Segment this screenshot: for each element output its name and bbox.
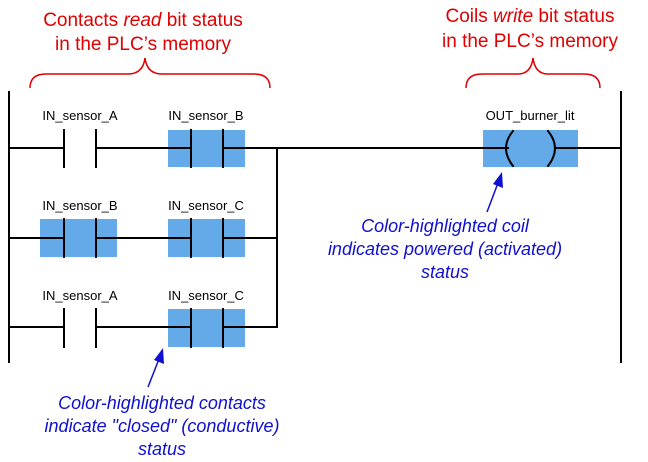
contact-label-r2c1: IN_sensor_B bbox=[42, 198, 117, 213]
coil-note-arrow bbox=[486, 172, 503, 213]
coil-note-line2: indicates powered (activated) bbox=[328, 239, 562, 259]
contacts-note-line1: Contacts read bit status bbox=[43, 10, 243, 31]
contact-r1c2 bbox=[190, 129, 224, 168]
contacts-note-line2: in the PLC’s memory bbox=[55, 34, 231, 55]
contact-r2c2 bbox=[190, 218, 224, 258]
contact-label-r2c2: IN_sensor_C bbox=[168, 198, 244, 213]
coils-brace bbox=[465, 57, 601, 89]
coil-note-line1: Color-highlighted coil bbox=[361, 216, 530, 236]
contact-label-r3c1: IN_sensor_A bbox=[42, 288, 117, 303]
contact-label-r3c2: IN_sensor_C bbox=[168, 288, 244, 303]
contact-r3c1 bbox=[63, 308, 97, 348]
contact-note-arrow bbox=[147, 348, 164, 388]
contact-r1c1 bbox=[63, 129, 97, 168]
contacts-brace bbox=[29, 57, 271, 89]
coil-out-burner-lit bbox=[505, 129, 622, 168]
contact-note-line2: indicate "closed" (conductive) bbox=[45, 416, 280, 436]
coils-note-line1: Coils write bit status bbox=[446, 6, 615, 27]
contact-note-line3: status bbox=[138, 439, 186, 459]
contact-r3c2 bbox=[190, 308, 224, 348]
contact-label-r1c2: IN_sensor_B bbox=[168, 108, 243, 123]
contact-note-line1: Color-highlighted contacts bbox=[58, 393, 266, 413]
coil-note-line3: status bbox=[421, 262, 469, 282]
coils-note-line2: in the PLC’s memory bbox=[442, 31, 618, 52]
coil-label: OUT_burner_lit bbox=[486, 108, 575, 123]
contact-r2c1 bbox=[63, 218, 97, 258]
contact-label-r1c1: IN_sensor_A bbox=[42, 108, 117, 123]
